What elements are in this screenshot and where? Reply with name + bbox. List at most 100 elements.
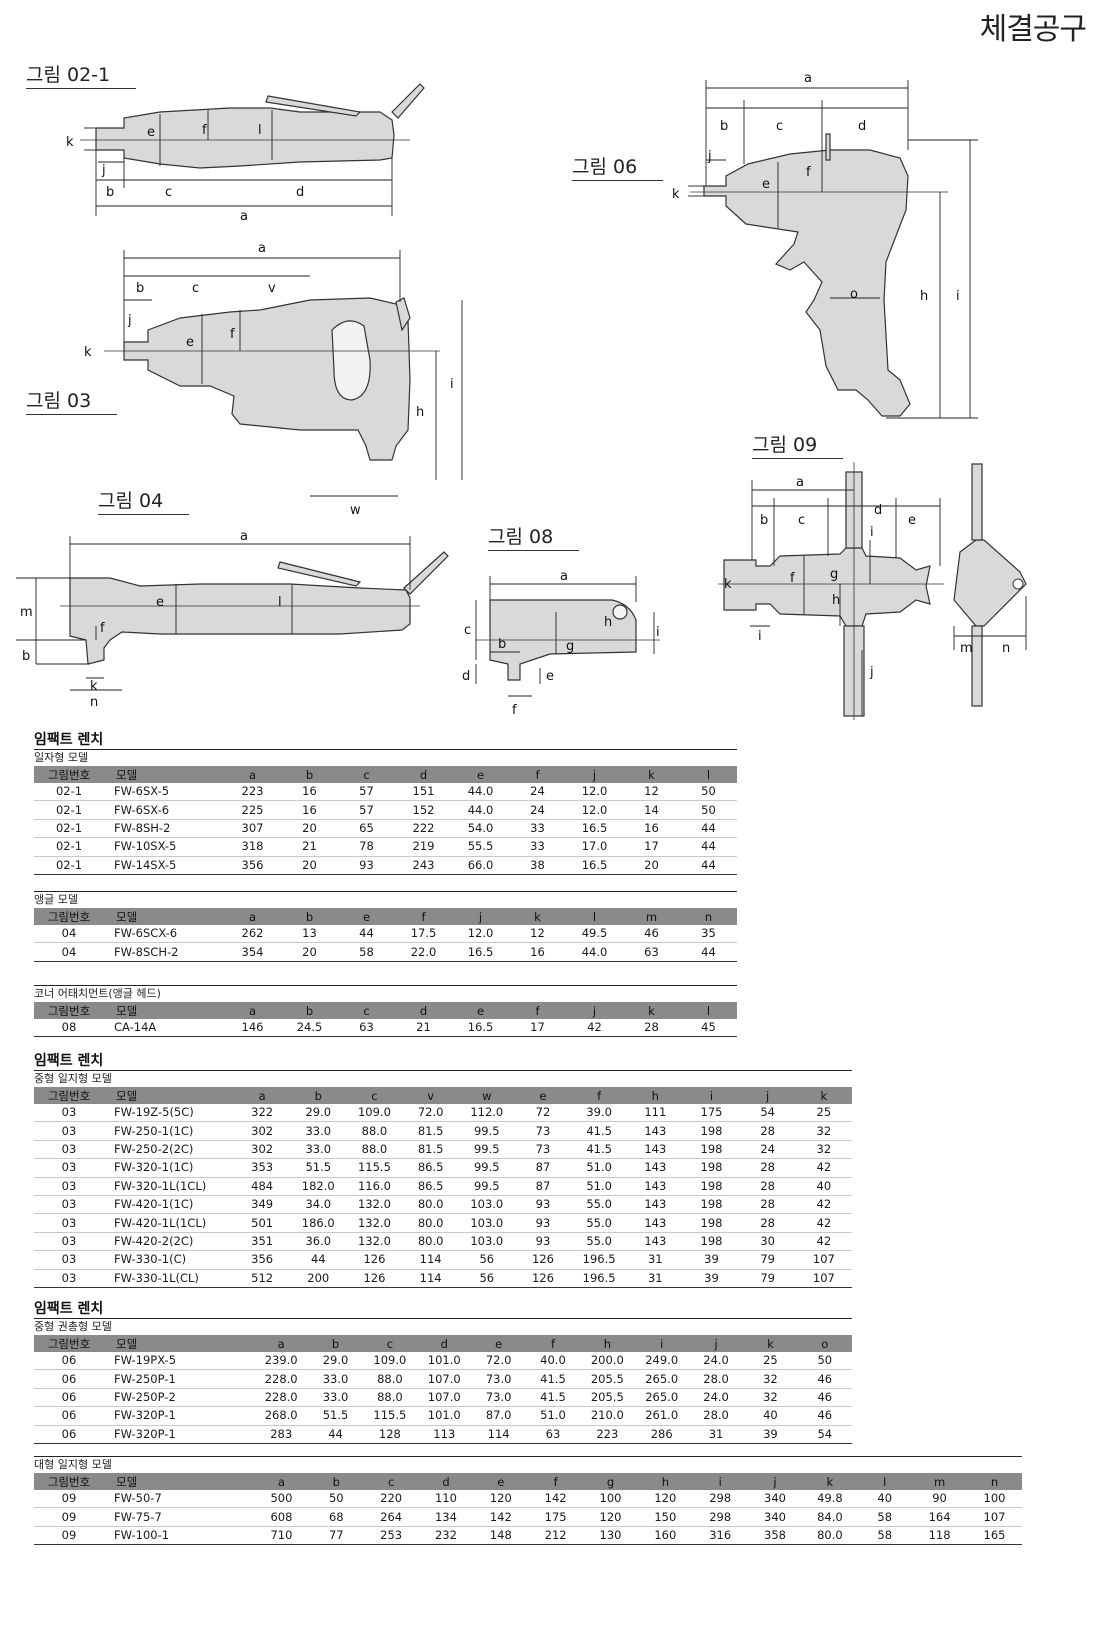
column-header: 그림번호 xyxy=(34,766,104,783)
dimension-cell: 265.0 xyxy=(634,1388,689,1408)
dimension-cell: 73.0 xyxy=(471,1388,526,1408)
dimension-cell: 66.0 xyxy=(452,856,509,875)
dim-label: n xyxy=(90,695,98,710)
dimension-cell: 16 xyxy=(623,819,680,839)
dim-label: v xyxy=(268,281,276,296)
column-header: a xyxy=(254,1473,309,1490)
dimension-cell: 196.5 xyxy=(571,1250,628,1270)
model-cell: FW-320-1(1C) xyxy=(104,1158,235,1178)
dim-label: b xyxy=(106,185,114,200)
dimension-cell: 17.0 xyxy=(566,837,623,857)
dimension-cell: 80.0 xyxy=(402,1195,459,1215)
dimension-cell: 42 xyxy=(795,1232,852,1252)
dimension-cell: 253 xyxy=(363,1526,419,1546)
figure-label-03: 그림 03 xyxy=(26,390,118,415)
model-cell: FW-19Z-5(5C) xyxy=(104,1104,235,1123)
dimension-cell: 356 xyxy=(224,856,281,875)
column-header: d xyxy=(395,766,452,783)
dimension-cell: 28 xyxy=(623,1019,680,1038)
model-cell: FW-330-1L(CL) xyxy=(104,1269,235,1288)
dimension-cell: 46 xyxy=(797,1369,852,1389)
dimension-cell: 44 xyxy=(308,1425,363,1444)
dimension-cell: 16.5 xyxy=(452,1019,509,1038)
dim-label: a xyxy=(796,475,804,490)
column-header: m xyxy=(912,1473,967,1490)
dimension-cell: 198 xyxy=(683,1195,740,1215)
dim-label: g xyxy=(566,639,574,654)
section-subtitle: 대형 일지형 모델 xyxy=(34,1456,1022,1473)
dimension-cell: 164 xyxy=(912,1507,967,1527)
dim-label: a xyxy=(258,241,266,256)
dim-label: h xyxy=(416,405,424,420)
column-header: 모델 xyxy=(104,1087,235,1104)
dimension-cell: 25 xyxy=(795,1104,852,1123)
dimension-cell: 107.0 xyxy=(417,1388,472,1408)
dimension-cell: 99.5 xyxy=(458,1121,515,1141)
dimension-cell: 73 xyxy=(514,1140,572,1160)
dimension-cell: 286 xyxy=(634,1425,689,1444)
dimension-cell: 353 xyxy=(234,1158,291,1178)
dim-label: j xyxy=(127,313,132,328)
model-cell: CA-14A xyxy=(104,1019,224,1038)
figure-number-cell: 09 xyxy=(34,1490,104,1509)
dimension-cell: 73.0 xyxy=(471,1369,526,1389)
model-cell: FW-250-2(2C) xyxy=(104,1140,235,1160)
column-header: k xyxy=(623,1002,680,1019)
section-subtitle: 코너 어태치먼트(앵글 헤드) xyxy=(34,985,737,1002)
dimension-cell: 58 xyxy=(338,942,395,962)
column-header: c xyxy=(362,1335,418,1352)
column-header: 그림번호 xyxy=(34,1002,104,1019)
column-header: i xyxy=(634,1335,689,1352)
dimension-cell: 243 xyxy=(395,856,452,875)
column-header: l xyxy=(857,1473,913,1490)
column-header: j xyxy=(566,766,623,783)
dimension-cell: 107 xyxy=(966,1507,1022,1527)
dimension-cell: 51.0 xyxy=(571,1158,628,1178)
dimension-cell: 107 xyxy=(795,1269,852,1288)
section-title: 임팩트 렌치 xyxy=(34,732,104,748)
dimension-cell: 200 xyxy=(290,1269,347,1288)
figure-number-cell: 03 xyxy=(34,1121,104,1141)
dimension-cell: 72.0 xyxy=(471,1352,526,1371)
dim-label: k xyxy=(84,345,92,360)
dimension-cell: 79 xyxy=(739,1250,796,1270)
dimension-cell: 302 xyxy=(234,1121,291,1141)
dimension-cell: 165 xyxy=(966,1526,1022,1546)
dimension-cell: 114 xyxy=(471,1425,526,1444)
dimension-cell: 351 xyxy=(234,1232,291,1252)
dimension-cell: 51.5 xyxy=(308,1406,363,1426)
section-subtitle: 앵글 모델 xyxy=(34,891,737,908)
dimension-cell: 114 xyxy=(402,1250,459,1270)
dimension-cell: 118 xyxy=(912,1526,967,1546)
dimension-cell: 128 xyxy=(362,1425,418,1444)
column-header: 그림번호 xyxy=(34,1087,104,1104)
column-header: l xyxy=(680,766,737,783)
dimension-cell: 111 xyxy=(627,1104,684,1123)
dimension-cell: 356 xyxy=(234,1250,291,1270)
dimension-cell: 40 xyxy=(795,1177,852,1196)
dimension-cell: 81.5 xyxy=(402,1121,459,1141)
dimension-cell: 28 xyxy=(739,1213,796,1233)
figure-number-cell: 02-1 xyxy=(34,800,104,820)
dimension-cell: 24.0 xyxy=(688,1352,744,1371)
dimension-cell: 16 xyxy=(281,783,338,802)
column-header: g xyxy=(583,1473,638,1490)
drawing-fig-06: a b c d j k e f o h i xyxy=(672,71,978,419)
dimension-cell: 143 xyxy=(627,1213,684,1233)
dimension-cell: 42 xyxy=(795,1158,852,1178)
column-header: f xyxy=(528,1473,584,1490)
dimension-cell: 55.0 xyxy=(571,1195,628,1215)
column-header: j xyxy=(747,1473,803,1490)
figure-number-cell: 03 xyxy=(34,1250,104,1270)
dimension-cell: 35 xyxy=(680,925,737,944)
dimension-cell: 182.0 xyxy=(290,1177,347,1196)
column-header: e xyxy=(338,908,395,925)
dimension-cell: 44 xyxy=(290,1250,347,1270)
dimension-cell: 205.5 xyxy=(580,1388,635,1408)
